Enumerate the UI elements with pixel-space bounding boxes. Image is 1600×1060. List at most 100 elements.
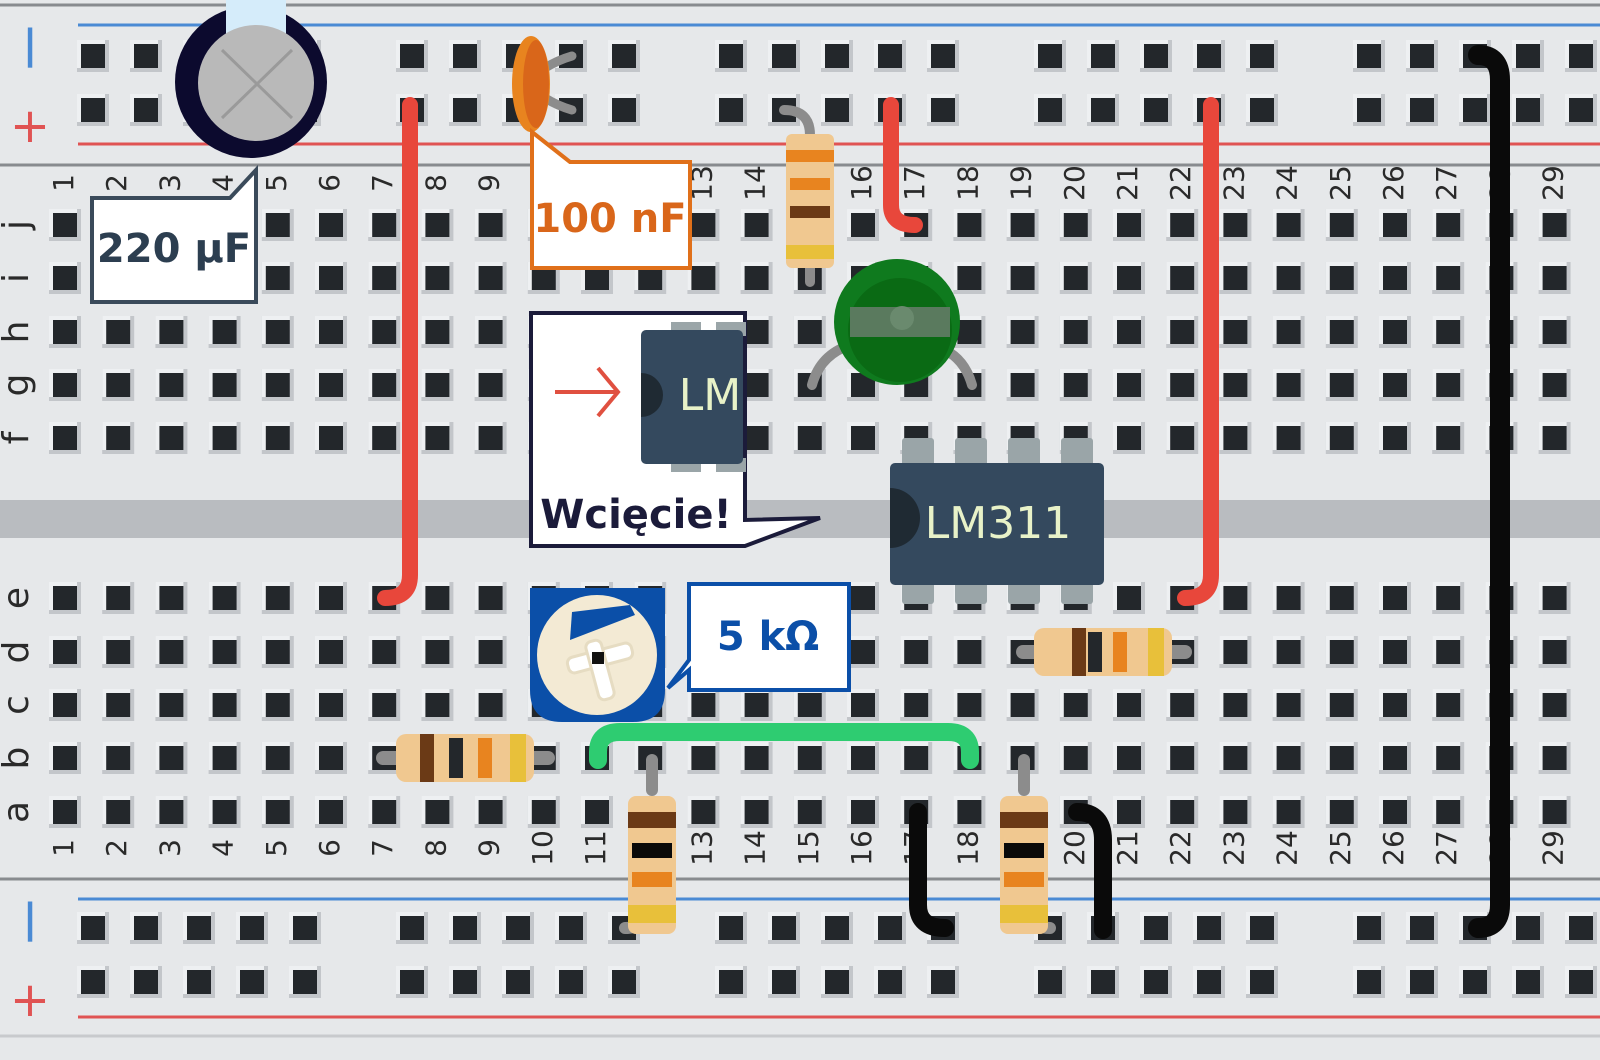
hole-g21[interactable]: [1113, 369, 1145, 401]
hole-a18[interactable]: [953, 796, 986, 828]
bottom-rail-negative-hole[interactable]: [130, 912, 162, 944]
hole-a8[interactable]: [421, 796, 454, 828]
black-wire-rail-to-rail[interactable]: [1468, 45, 1510, 938]
hole-g2[interactable]: [102, 369, 135, 401]
hole-a22[interactable]: [1166, 796, 1199, 828]
top-rail-negative-hole[interactable]: [130, 40, 162, 72]
trimmer-potentiometer[interactable]: [530, 588, 665, 722]
hole-d3[interactable]: [155, 636, 188, 668]
hole-g9[interactable]: [474, 369, 507, 401]
hole-j23[interactable]: [1219, 209, 1252, 241]
hole-g5[interactable]: [261, 369, 294, 401]
top-rail-positive-hole[interactable]: [130, 94, 162, 126]
bottom-rail-positive-hole[interactable]: [608, 966, 640, 998]
hole-a1[interactable]: [49, 796, 81, 828]
hole-f26[interactable]: [1379, 422, 1411, 454]
hole-g22[interactable]: [1166, 369, 1199, 401]
hole-j25[interactable]: [1325, 209, 1358, 241]
resistor-r1[interactable]: [779, 105, 834, 287]
hole-i20[interactable]: [1059, 262, 1092, 294]
hole-a13[interactable]: [687, 796, 720, 828]
hole-g24[interactable]: [1272, 369, 1305, 401]
bottom-rail-positive-hole[interactable]: [236, 966, 268, 998]
bottom-rail-positive-hole[interactable]: [1512, 966, 1544, 998]
hole-a29[interactable]: [1538, 796, 1571, 828]
hole-e16[interactable]: [847, 582, 879, 614]
top-rail-positive-hole[interactable]: [821, 94, 853, 126]
hole-d29[interactable]: [1538, 636, 1571, 668]
bottom-rail-positive-hole[interactable]: [821, 966, 853, 998]
top-rail-negative-hole[interactable]: [1565, 40, 1597, 72]
hole-f27[interactable]: [1432, 422, 1465, 454]
hole-e23[interactable]: [1219, 582, 1252, 614]
hole-e27[interactable]: [1432, 582, 1465, 614]
hole-i26[interactable]: [1379, 262, 1411, 294]
hole-c17[interactable]: [900, 689, 933, 721]
hole-d27[interactable]: [1432, 636, 1465, 668]
hole-j18[interactable]: [953, 209, 986, 241]
top-rail-negative-hole[interactable]: [1353, 40, 1385, 72]
top-rail-positive-hole[interactable]: [449, 94, 481, 126]
hole-g19[interactable]: [1006, 369, 1039, 401]
black-wire-col20[interactable]: [1068, 803, 1112, 939]
hole-e2[interactable]: [102, 582, 135, 614]
top-rail-positive-hole[interactable]: [1459, 94, 1491, 126]
hole-c5[interactable]: [261, 689, 294, 721]
top-rail-negative-hole[interactable]: [1406, 40, 1438, 72]
hole-f7[interactable]: [368, 422, 401, 454]
bottom-rail-positive-hole[interactable]: [289, 966, 321, 998]
hole-i27[interactable]: [1432, 262, 1465, 294]
hole-e6[interactable]: [315, 582, 347, 614]
hole-d2[interactable]: [102, 636, 135, 668]
bottom-rail-negative-hole[interactable]: [1140, 912, 1172, 944]
top-rail-negative-hole[interactable]: [768, 40, 800, 72]
hole-h19[interactable]: [1006, 316, 1039, 348]
bottom-rail-positive-hole[interactable]: [449, 966, 481, 998]
hole-d23[interactable]: [1219, 636, 1252, 668]
hole-c16[interactable]: [847, 689, 879, 721]
hole-d7[interactable]: [368, 636, 401, 668]
electrolytic-capacitor[interactable]: [175, 0, 327, 158]
hole-a3[interactable]: [155, 796, 188, 828]
hole-h3[interactable]: [155, 316, 188, 348]
bottom-rail-negative-hole[interactable]: [502, 912, 534, 944]
hole-c23[interactable]: [1219, 689, 1252, 721]
hole-e29[interactable]: [1538, 582, 1571, 614]
hole-j9[interactable]: [474, 209, 507, 241]
hole-a21[interactable]: [1113, 796, 1145, 828]
hole-h23[interactable]: [1219, 316, 1252, 348]
resistor-r2[interactable]: [376, 734, 555, 782]
hole-d1[interactable]: [49, 636, 81, 668]
hole-f29[interactable]: [1538, 422, 1571, 454]
hole-h26[interactable]: [1379, 316, 1411, 348]
bottom-rail-positive-hole[interactable]: [927, 966, 959, 998]
top-rail-negative-hole[interactable]: [821, 40, 853, 72]
hole-i1[interactable]: [49, 262, 81, 294]
hole-b13[interactable]: [687, 742, 720, 774]
hole-j24[interactable]: [1272, 209, 1305, 241]
hole-b24[interactable]: [1272, 742, 1305, 774]
hole-h2[interactable]: [102, 316, 135, 348]
hole-i9[interactable]: [474, 262, 507, 294]
hole-g23[interactable]: [1219, 369, 1252, 401]
hole-g26[interactable]: [1379, 369, 1411, 401]
bottom-rail-negative-hole[interactable]: [715, 912, 747, 944]
hole-j13[interactable]: [687, 209, 720, 241]
red-wire-col7[interactable]: [377, 97, 418, 606]
hole-a27[interactable]: [1432, 796, 1465, 828]
hole-c18[interactable]: [953, 689, 986, 721]
hole-c1[interactable]: [49, 689, 81, 721]
top-rail-positive-hole[interactable]: [1246, 94, 1278, 126]
hole-i13[interactable]: [687, 262, 720, 294]
top-rail-positive-hole[interactable]: [1512, 94, 1544, 126]
hole-b16[interactable]: [847, 742, 879, 774]
hole-f3[interactable]: [155, 422, 188, 454]
black-wire-col17[interactable]: [909, 803, 954, 937]
hole-g7[interactable]: [368, 369, 401, 401]
bottom-rail-negative-hole[interactable]: [1406, 912, 1438, 944]
hole-e24[interactable]: [1272, 582, 1305, 614]
hole-e4[interactable]: [208, 582, 241, 614]
hole-g25[interactable]: [1325, 369, 1358, 401]
bottom-rail-negative-hole[interactable]: [449, 912, 481, 944]
bottom-rail-positive-hole[interactable]: [77, 966, 109, 998]
